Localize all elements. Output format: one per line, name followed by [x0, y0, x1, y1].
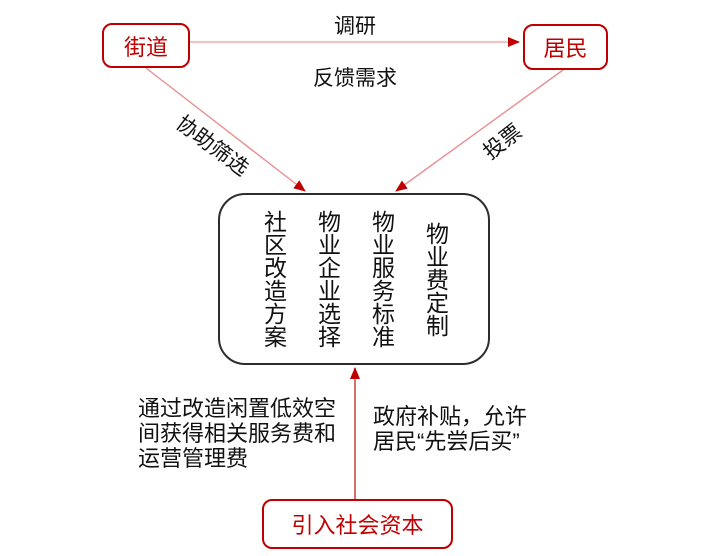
note-government-subsidy: 政府补贴，允许 居民“先尝后买”: [373, 404, 528, 454]
edge-label-assist-screening: 协助筛选: [171, 111, 253, 181]
vertical-text-column-property-company: 物业企业选择: [314, 210, 341, 348]
edge-label-vote: 投票: [479, 120, 527, 165]
edge-vote-arrow: [395, 69, 564, 192]
node-social-capital-label: 引入社会资本: [291, 513, 424, 538]
vertical-text-column-service-standard: 物业服务标准: [368, 210, 395, 348]
edge-label-feedback: 反馈需求: [313, 67, 397, 90]
node-social-capital: 引入社会资本: [262, 499, 453, 549]
node-street: 街道: [102, 23, 190, 68]
vertical-text-column-community-renovation: 社区改造方案: [260, 210, 287, 348]
node-decision-box: 社区改造方案 物业企业选择 物业服务标准 物业费定制: [218, 193, 490, 365]
edge-label-survey: 调研: [334, 15, 376, 38]
node-street-label: 街道: [123, 34, 168, 60]
node-residents-label: 居民: [543, 36, 588, 61]
node-residents: 居民: [523, 24, 608, 70]
vertical-text-column-fee-setting: 物业费定制: [422, 221, 449, 337]
note-funding-source: 通过改造闲置低效空 间获得相关服务费和 运营管理费: [138, 396, 337, 471]
